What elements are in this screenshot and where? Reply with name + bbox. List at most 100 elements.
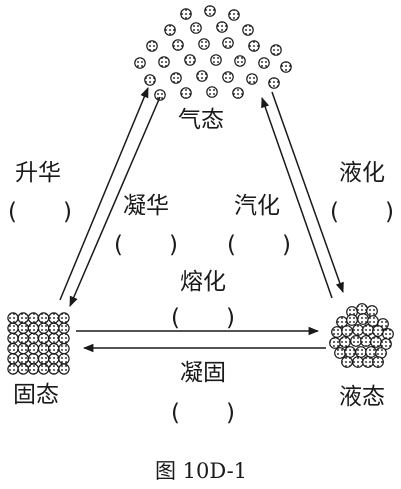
melting-blank: ( ) — [171, 305, 235, 331]
particle — [228, 9, 240, 21]
particle — [234, 55, 246, 67]
particle — [27, 312, 40, 324]
particle — [204, 5, 216, 17]
particle — [7, 312, 19, 324]
particle — [280, 61, 292, 73]
particle — [366, 305, 378, 317]
particle — [334, 347, 346, 359]
particle — [339, 336, 351, 348]
liquefaction-blank: ( ) — [330, 199, 394, 225]
particle — [58, 353, 70, 365]
particle — [37, 322, 50, 334]
liquefaction-arrow — [271, 91, 344, 293]
particle — [48, 312, 60, 324]
particle — [134, 57, 146, 69]
particle — [362, 324, 374, 336]
vaporization-label: 汽化 — [234, 193, 280, 219]
particle — [344, 346, 356, 358]
particle — [180, 8, 192, 20]
particle — [58, 322, 70, 334]
particle — [154, 89, 166, 101]
particle — [158, 56, 170, 68]
particle — [352, 324, 364, 336]
particle — [58, 363, 70, 375]
solidification-blank: ( ) — [171, 400, 235, 426]
solid-particles — [7, 312, 70, 375]
particle — [17, 312, 29, 324]
particle — [58, 312, 70, 324]
particle — [190, 22, 202, 34]
melting-label: 熔化 — [180, 269, 226, 295]
vaporization-blank: ( ) — [227, 232, 291, 258]
particle — [365, 346, 377, 358]
deposition-blank: ( ) — [114, 232, 178, 258]
particle — [48, 322, 60, 334]
particle — [372, 325, 384, 337]
liquid-state-label: 液态 — [339, 384, 385, 410]
particle — [362, 356, 374, 368]
particle — [7, 332, 19, 345]
particle — [380, 338, 392, 350]
particle — [356, 303, 368, 315]
particle — [37, 363, 50, 375]
particle — [17, 332, 29, 345]
figure-caption: 图 10D-1 — [155, 459, 247, 483]
particle — [258, 57, 270, 69]
particle — [37, 342, 50, 355]
particle — [27, 342, 40, 355]
particle — [372, 356, 384, 368]
particle — [341, 325, 353, 337]
particle — [48, 353, 60, 365]
particle — [206, 86, 218, 98]
particle — [7, 353, 19, 365]
particle — [346, 314, 358, 326]
particle — [232, 87, 244, 99]
sublimation-arrow — [59, 87, 149, 301]
particle — [370, 336, 382, 348]
particle — [37, 312, 50, 324]
particle — [48, 342, 60, 355]
particle — [360, 335, 372, 347]
particle — [242, 24, 254, 36]
particle — [17, 363, 29, 375]
sublimation-label: 升华 — [15, 160, 61, 186]
particle — [7, 322, 19, 334]
particle — [382, 328, 394, 340]
particle — [58, 342, 70, 355]
particle — [246, 73, 258, 85]
particle — [27, 363, 40, 375]
gas-state-label: 气态 — [178, 107, 224, 133]
particle — [17, 322, 29, 334]
particle — [352, 356, 364, 368]
particle — [48, 332, 60, 345]
deposition-arrow — [69, 96, 161, 307]
particle — [184, 54, 196, 66]
particle — [357, 313, 369, 325]
particle — [341, 356, 353, 368]
particle — [248, 40, 260, 52]
vaporization-arrow — [261, 97, 333, 299]
particle — [37, 332, 50, 345]
particle — [144, 74, 156, 86]
particle — [7, 363, 19, 375]
gas-particles — [134, 5, 292, 101]
particle — [37, 353, 50, 365]
particle — [27, 353, 40, 365]
particle — [196, 70, 208, 82]
particle — [216, 21, 228, 33]
particle — [270, 44, 282, 56]
particle — [17, 353, 29, 365]
deposition-label: 凝华 — [123, 193, 169, 219]
particle — [198, 38, 210, 50]
liquid-particles — [329, 303, 394, 368]
particle — [180, 87, 192, 99]
particle — [164, 24, 176, 36]
particle — [146, 40, 158, 52]
solid-state-label: 固态 — [13, 382, 59, 408]
liquefaction-label: 液化 — [339, 160, 385, 186]
particle — [17, 342, 29, 355]
particle — [268, 77, 280, 89]
particle — [222, 71, 234, 83]
particle — [210, 54, 222, 66]
